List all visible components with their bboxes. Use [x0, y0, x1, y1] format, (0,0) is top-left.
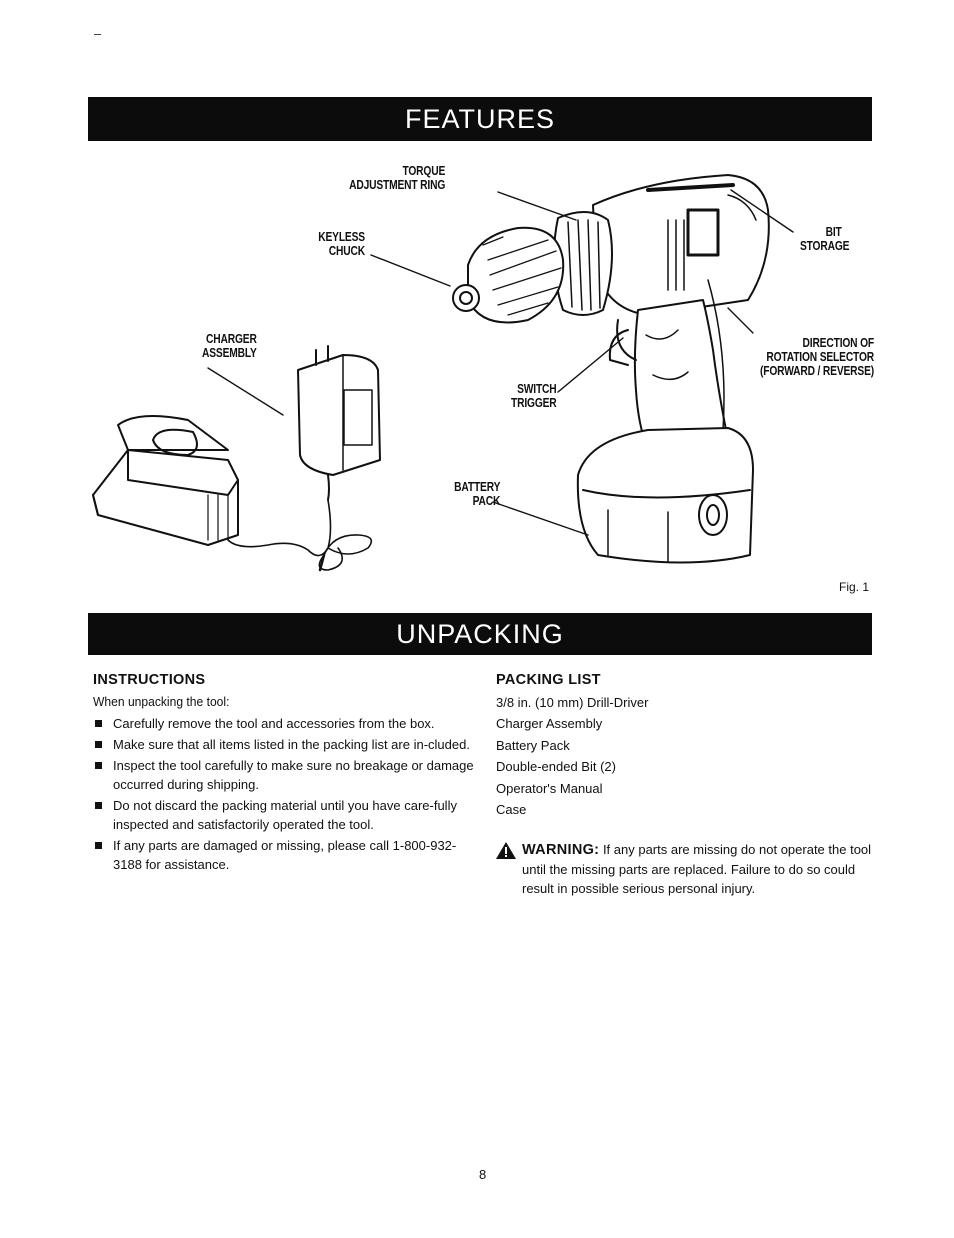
- bullet-icon: [95, 802, 102, 809]
- label-bit-storage: BIT STORAGE: [799, 225, 850, 253]
- charger-base-icon: [92, 415, 239, 546]
- packing-list-item: Case: [496, 802, 527, 818]
- packing-list-item: Charger Assembly: [496, 716, 603, 732]
- instructions-section: INSTRUCTIONS When unpacking the tool: Ca…: [93, 670, 478, 874]
- wall-adapter-icon: [297, 345, 381, 501]
- packing-list-section: PACKING LIST 3/8 in. (10 mm) Drill-Drive…: [496, 670, 881, 898]
- bullet-icon: [95, 762, 102, 769]
- packing-list-heading: PACKING LIST: [496, 672, 601, 688]
- label-switch-trigger: SWITCH TRIGGER: [511, 382, 557, 410]
- packing-list-item: Operator's Manual: [496, 780, 603, 796]
- features-banner: FEATURES: [88, 97, 872, 141]
- page-mark: [94, 34, 101, 35]
- unpacking-banner: UNPACKING: [88, 613, 872, 655]
- warning-triangle-icon: [496, 842, 516, 860]
- instructions-list: Carefully remove the tool and accessorie…: [93, 714, 478, 874]
- instructions-heading: INSTRUCTIONS: [93, 672, 206, 688]
- warning-label: WARNING:: [522, 842, 600, 859]
- packing-list-item: Double-ended Bit (2): [496, 759, 616, 775]
- list-item: Do not discard the packing material unti…: [93, 796, 478, 834]
- label-charger-assembly: CHARGER ASSEMBLY: [202, 332, 257, 360]
- list-item: Inspect the tool carefully to make sure …: [93, 756, 478, 794]
- bullet-icon: [95, 842, 102, 849]
- packing-list-item: 3/8 in. (10 mm) Drill-Driver: [496, 695, 649, 710]
- page-number: 8: [479, 1167, 487, 1182]
- label-torque-adjustment-ring: TORQUE ADJUSTMENT RING: [348, 164, 445, 192]
- list-item: Make sure that all items listed in the p…: [93, 735, 478, 754]
- list-item: Carefully remove the tool and accessorie…: [93, 714, 478, 733]
- label-direction-of-rotation-selector: DIRECTION OF ROTATION SELECTOR (FORWARD …: [760, 336, 875, 378]
- drill-and-charger-illustration: [92, 174, 794, 572]
- drill-icon: [452, 174, 770, 564]
- bullet-icon: [95, 720, 102, 727]
- label-battery-pack: BATTERY PACK: [453, 480, 500, 508]
- figure-caption: Fig. 1: [838, 580, 869, 594]
- list-item: If any parts are damaged or missing, ple…: [93, 836, 478, 874]
- label-keyless-chuck: KEYLESS CHUCK: [318, 230, 365, 258]
- bullet-icon: [95, 741, 102, 748]
- instructions-intro: When unpacking the tool:: [93, 694, 230, 709]
- warning-block: WARNING: If any parts are missing do not…: [496, 840, 881, 898]
- packing-list-item: Battery Pack: [496, 737, 570, 753]
- callout-lines: [207, 189, 794, 536]
- warning-text: If any parts are missing do not operate …: [522, 842, 872, 897]
- power-cord-icon: [227, 499, 373, 572]
